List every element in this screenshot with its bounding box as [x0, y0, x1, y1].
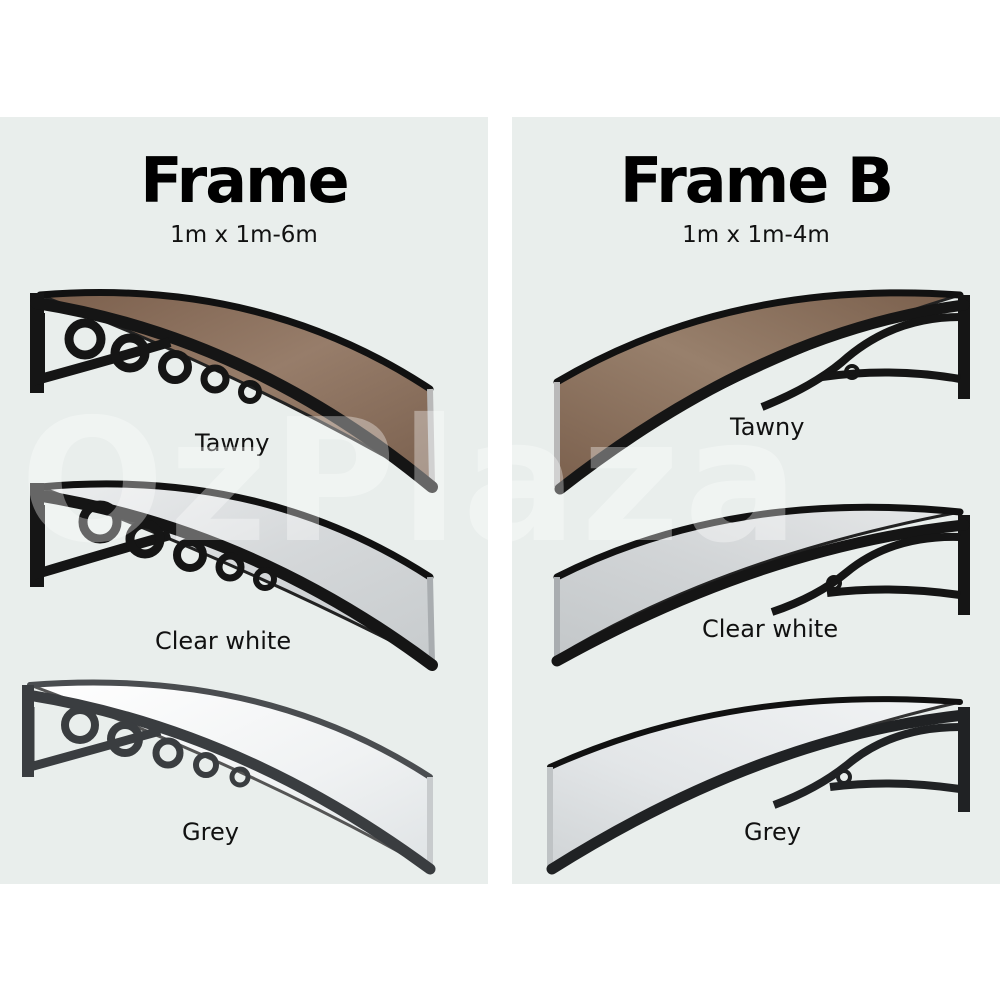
frame-b-awnings: [546, 289, 970, 875]
frame-a-awnings: [22, 289, 438, 875]
frame-b-label-clear-white: Clear white: [702, 615, 839, 643]
frame-b-label-grey: Grey: [744, 818, 801, 846]
frame-a-panel: Frame 1m x 1m-6m: [0, 117, 488, 884]
frame-a-size: 1m x 1m-6m: [170, 222, 318, 248]
frame-a-grey-awning: [22, 679, 436, 875]
frame-b-grey-awning: [546, 696, 970, 875]
frame-a-label-grey: Grey: [182, 818, 239, 846]
frame-b-title: Frame B: [619, 144, 894, 217]
frame-b-label-tawny: Tawny: [730, 413, 805, 441]
frame-a-clear-white-awning: [30, 480, 438, 671]
frame-b-size: 1m x 1m-4m: [682, 222, 830, 248]
frame-a-title: Frame: [140, 144, 349, 217]
frame-b-tawny-awning: [553, 289, 970, 495]
frame-a-tawny-awning: [30, 289, 438, 493]
frame-a-label-clear-white: Clear white: [155, 627, 292, 655]
frame-b-panel: Frame B 1m x 1m-4m: [512, 117, 1000, 884]
frame-a-label-tawny: Tawny: [195, 429, 270, 457]
frame-b-clear-white-awning: [551, 503, 970, 667]
